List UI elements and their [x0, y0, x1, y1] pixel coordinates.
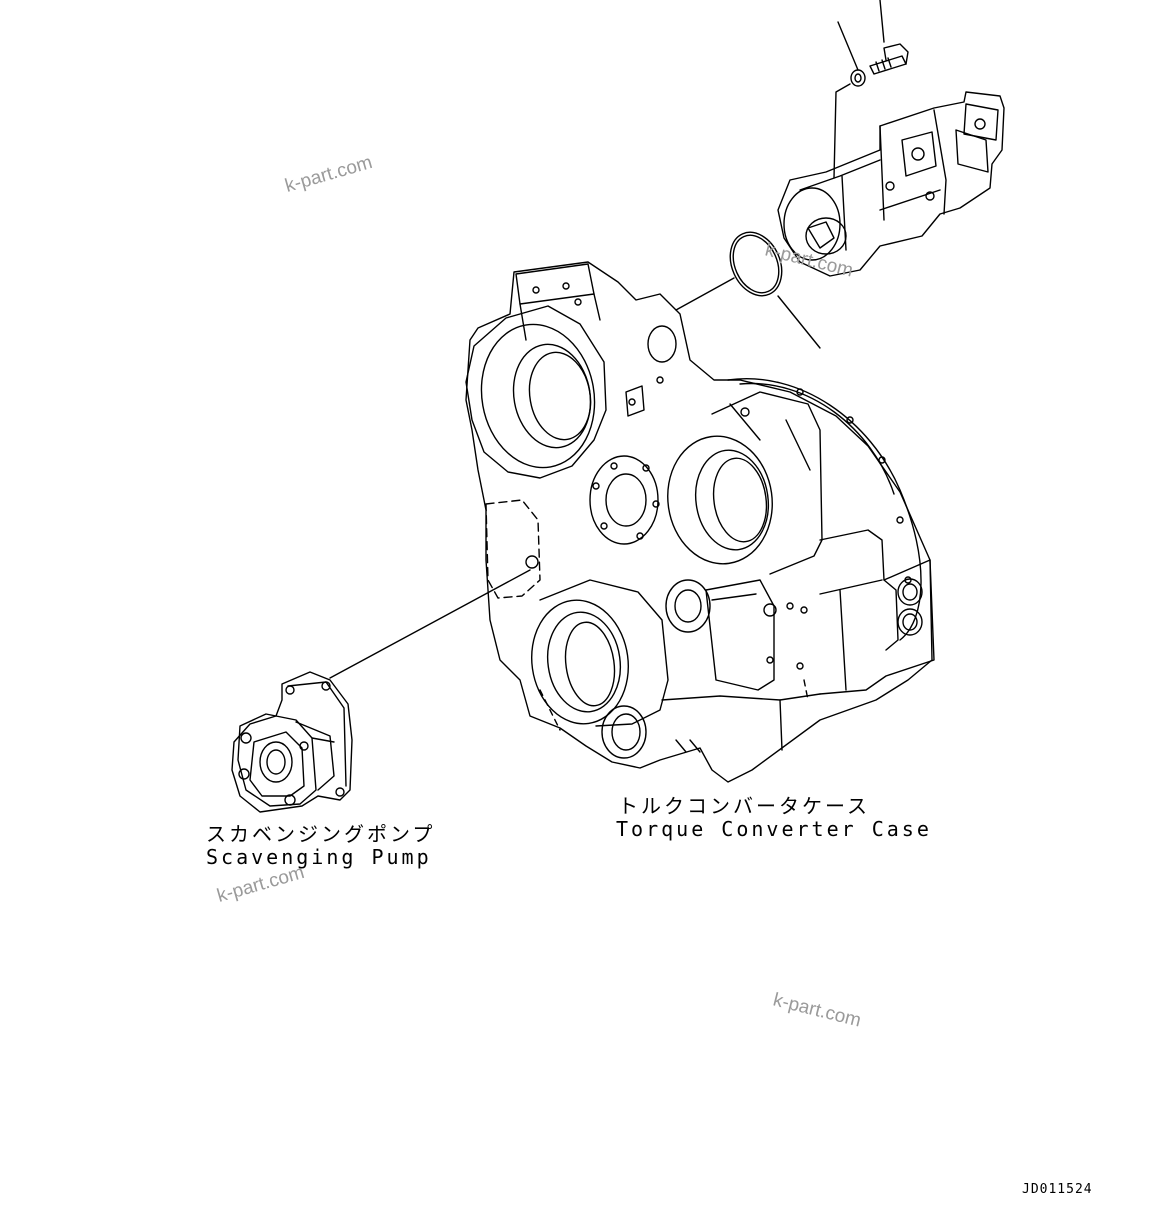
bolt-part	[837, 0, 909, 75]
torque-converter-label-en: Torque Converter Case	[616, 817, 932, 841]
washer-part	[850, 69, 866, 87]
o-ring-part	[729, 231, 783, 297]
drawing-code: JD011524	[1022, 1182, 1093, 1197]
scavenging-pump-label-en: Scavenging Pump	[206, 845, 432, 869]
torque-converter-label-jp: トルクコンバータケース	[618, 794, 870, 818]
scavenging-pump-label-jp: スカベンジングポンプ	[206, 822, 436, 846]
scavenging-pump-part	[231, 671, 353, 813]
main-pump-part	[777, 91, 1005, 277]
torque-converter-case-part	[465, 261, 935, 783]
